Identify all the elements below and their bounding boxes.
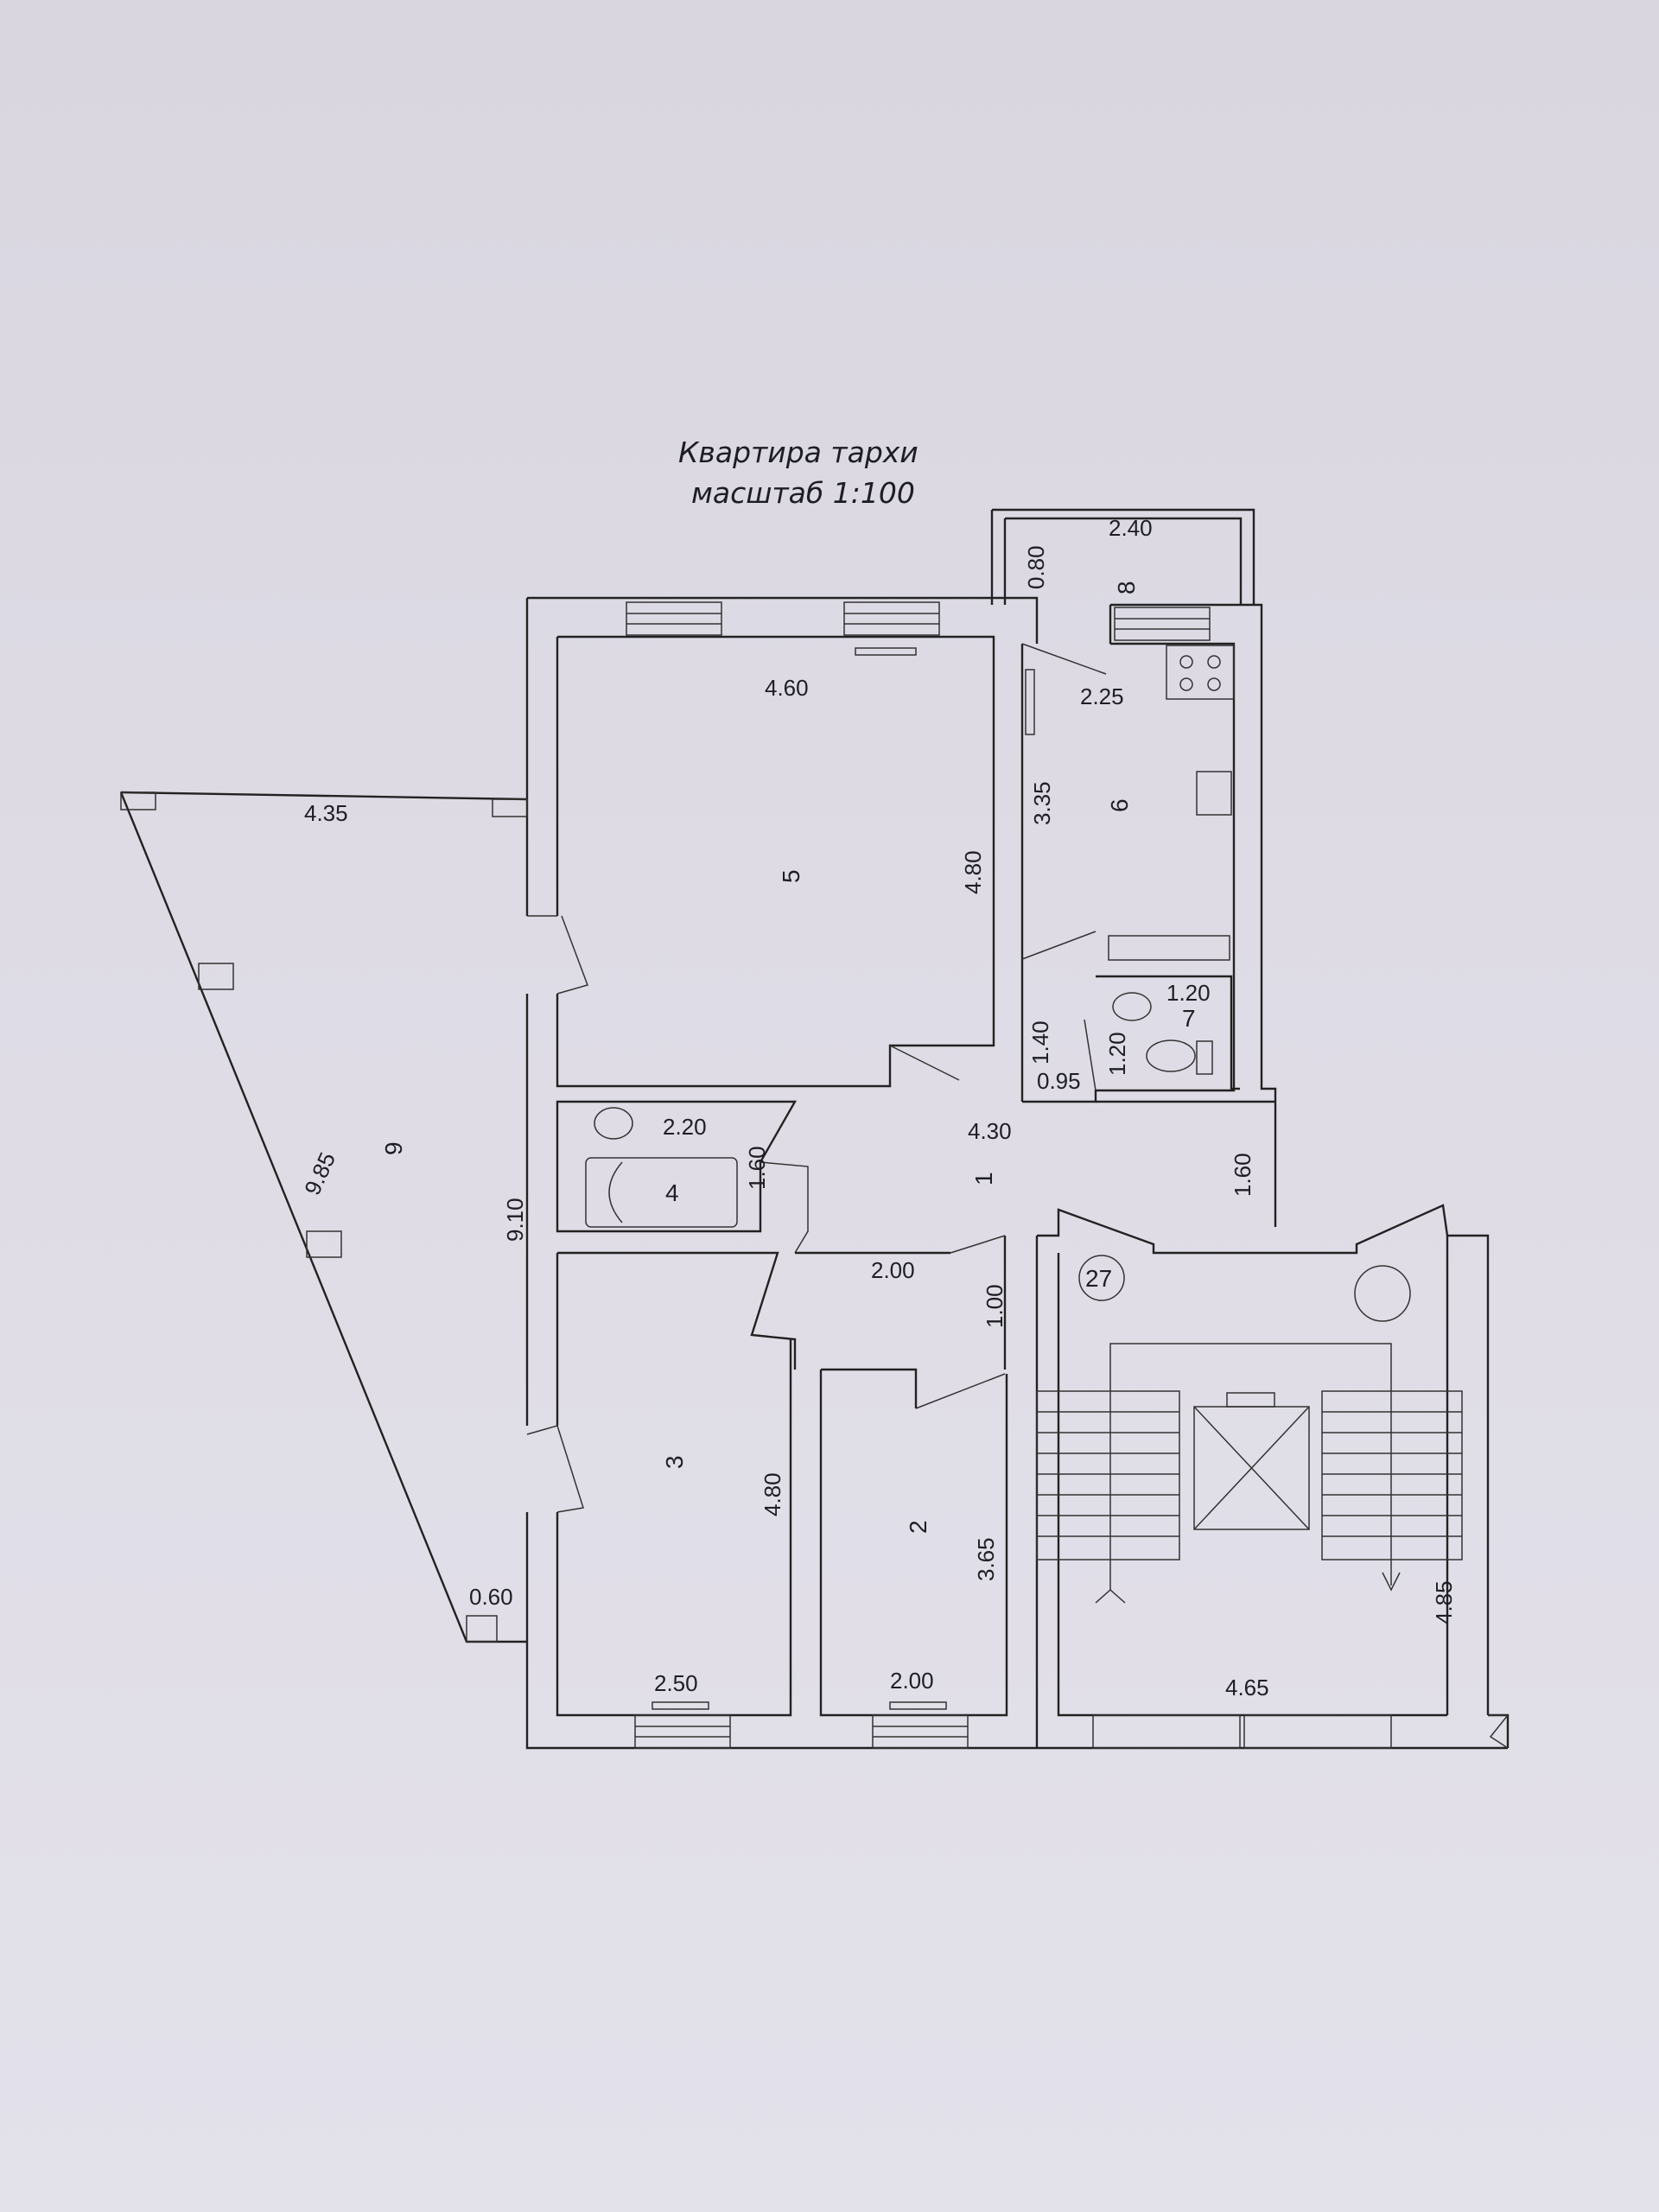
balcony-walls bbox=[990, 508, 1255, 605]
dim-loggia-width: 4.35 bbox=[304, 800, 348, 826]
room-number-2: 2 bbox=[905, 1520, 931, 1534]
dim-kitchen-width: 2.25 bbox=[1080, 683, 1124, 709]
room-numbers: 1 2 3 4 5 6 7 8 9 bbox=[380, 581, 1196, 1534]
room-number-3: 3 bbox=[661, 1455, 688, 1469]
dim-hall-width: 4.30 bbox=[968, 1118, 1012, 1144]
room-4-bathroom bbox=[556, 1100, 809, 1254]
room-number-6: 6 bbox=[1106, 798, 1133, 812]
room-9-loggia bbox=[119, 791, 528, 1643]
dim-stair-depth: 4.85 bbox=[1431, 1580, 1457, 1624]
dim-room5-depth: 4.80 bbox=[960, 850, 986, 894]
plan-title: Квартира тархи bbox=[678, 435, 918, 469]
dim-wc-width: 1.20 bbox=[1166, 980, 1211, 1006]
dim-balcony-depth: 0.80 bbox=[1023, 545, 1049, 589]
room-number-4: 4 bbox=[665, 1179, 679, 1206]
dim-hall-depth-right: 1.60 bbox=[1230, 1153, 1255, 1197]
room-6-kitchen bbox=[1021, 605, 1236, 1103]
windows-top bbox=[626, 601, 1211, 656]
dim-room2-width: 2.00 bbox=[890, 1668, 934, 1694]
dim-wc-door: 0.95 bbox=[1037, 1068, 1081, 1094]
hallway-walls bbox=[557, 1100, 1275, 1409]
stair-treads-right bbox=[1321, 1390, 1463, 1560]
room-number-9: 9 bbox=[380, 1141, 407, 1155]
dim-loggia-diag: 9.85 bbox=[299, 1148, 340, 1198]
apartment-number-circle bbox=[1078, 1255, 1125, 1301]
dim-wc-depth: 1.20 bbox=[1104, 1032, 1130, 1076]
room-2 bbox=[819, 1370, 1008, 1749]
dim-room5-width: 4.60 bbox=[765, 675, 809, 701]
room-number-1: 1 bbox=[970, 1172, 997, 1185]
room-5 bbox=[527, 635, 1024, 1102]
dim-stair-width: 4.65 bbox=[1225, 1675, 1269, 1700]
dim-corridor-depth: 1.00 bbox=[982, 1284, 1007, 1328]
room-number-5: 5 bbox=[778, 869, 804, 883]
room-3 bbox=[526, 1253, 792, 1749]
dim-room3-depth: 4.80 bbox=[760, 1472, 785, 1516]
apartment-number: 27 bbox=[1085, 1265, 1112, 1292]
dim-loggia-length: 9.10 bbox=[502, 1198, 528, 1242]
dim-bath-width: 2.20 bbox=[663, 1114, 707, 1140]
staircase bbox=[1035, 1204, 1510, 1749]
dim-corridor-width: 2.00 bbox=[871, 1257, 915, 1283]
dim-hall-passage: 1.40 bbox=[1027, 1020, 1053, 1065]
room-number-8: 8 bbox=[1113, 581, 1140, 594]
stair-treads-left bbox=[1036, 1390, 1180, 1560]
dimension-labels: 2.40 0.80 4.60 4.80 2.25 3.35 1.20 1.20 … bbox=[299, 515, 1457, 1700]
dim-balcony-width: 2.40 bbox=[1109, 515, 1153, 541]
dim-room2-depth: 3.65 bbox=[973, 1537, 999, 1581]
room-7-wc bbox=[1084, 975, 1233, 1091]
dim-loggia-end: 0.60 bbox=[469, 1584, 513, 1610]
plan-scale: масштаб 1:100 bbox=[691, 476, 915, 510]
dim-kitchen-depth: 3.35 bbox=[1029, 781, 1055, 825]
outer-walls bbox=[525, 596, 1508, 1750]
dim-hall-depth-left: 1.60 bbox=[744, 1146, 770, 1190]
room-number-7: 7 bbox=[1182, 1005, 1196, 1032]
dim-room3-width: 2.50 bbox=[654, 1670, 698, 1696]
